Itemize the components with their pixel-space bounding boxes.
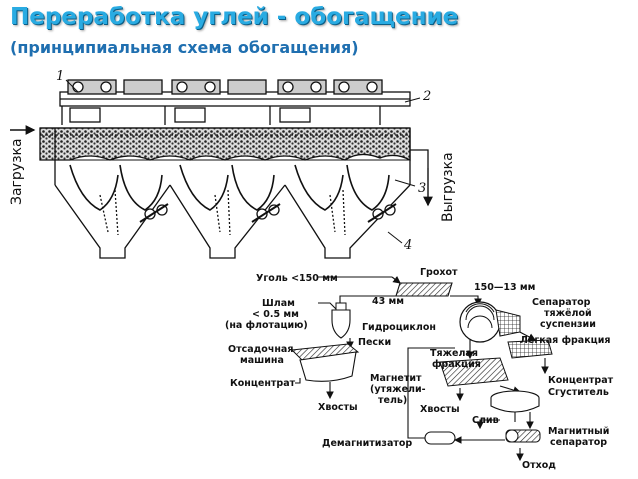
page-title: Переработка углей - обогащение: [10, 4, 459, 30]
hopper-cell-1: [54, 164, 171, 259]
page-subtitle: (принципиальная схема обогащения): [10, 38, 359, 57]
separator-label: Сепаратор тяжёлой суспензии: [532, 297, 596, 330]
concentrate-right-label: Концентрат: [548, 375, 614, 386]
screen-device: [395, 282, 453, 297]
load-label: Загрузка: [9, 138, 25, 205]
tails-mid-label: Хвосты: [420, 404, 460, 415]
size-150-13-label: 150—13 мм: [474, 282, 535, 293]
concentrate-left-label: Концентрат: [230, 378, 296, 389]
tails-left-label: Хвосты: [318, 402, 358, 413]
jig-device: [290, 343, 360, 382]
thickener-device: [490, 390, 540, 413]
callout-4: 4: [403, 238, 412, 253]
unload-label: Выгрузка: [440, 152, 456, 222]
drive-units: [67, 79, 383, 95]
screen-label: Грохот: [420, 267, 458, 278]
sludge-label: Шлам < 0.5 мм (на флотацию): [225, 298, 308, 331]
hydrocyclone-device: [331, 302, 351, 339]
size-43-label: 43 мм: [372, 296, 404, 307]
thickener-label: Сгуститель: [548, 387, 609, 398]
demagnetizer-device: [424, 431, 456, 445]
drain-label: Слив: [472, 415, 499, 426]
callout-3: 3: [418, 181, 426, 196]
callout-1: 1: [56, 69, 64, 84]
light-fraction-label: Легкая фракция: [520, 335, 610, 346]
hopper-cell-3: [284, 164, 411, 259]
hydrocyclone-label: Гидроциклон: [362, 322, 436, 333]
jig-machine-label: Отсадочная машина: [228, 344, 297, 366]
demagnetizer-label: Демагнитизатор: [322, 438, 412, 449]
light-fraction-screen: [507, 339, 553, 359]
heavy-suspension-separator: [459, 301, 521, 343]
magnetic-separator-device: [505, 429, 541, 443]
jig-machine-drawing: [39, 79, 429, 259]
magnetic-separator-label: Магнитный сепаратор: [548, 426, 613, 448]
heavy-fraction-screen: [439, 357, 509, 387]
waste-label: Отход: [522, 460, 556, 471]
heavy-fraction-label: Тяжелая фракция: [430, 348, 481, 370]
magnetite-label: Магнетит (утяжели- тель): [370, 373, 429, 406]
hopper-cell-2: [169, 164, 286, 259]
sands-label: Пески: [358, 337, 391, 348]
coal-label: Уголь <150 мм: [256, 273, 338, 284]
callout-2: 2: [422, 89, 431, 104]
